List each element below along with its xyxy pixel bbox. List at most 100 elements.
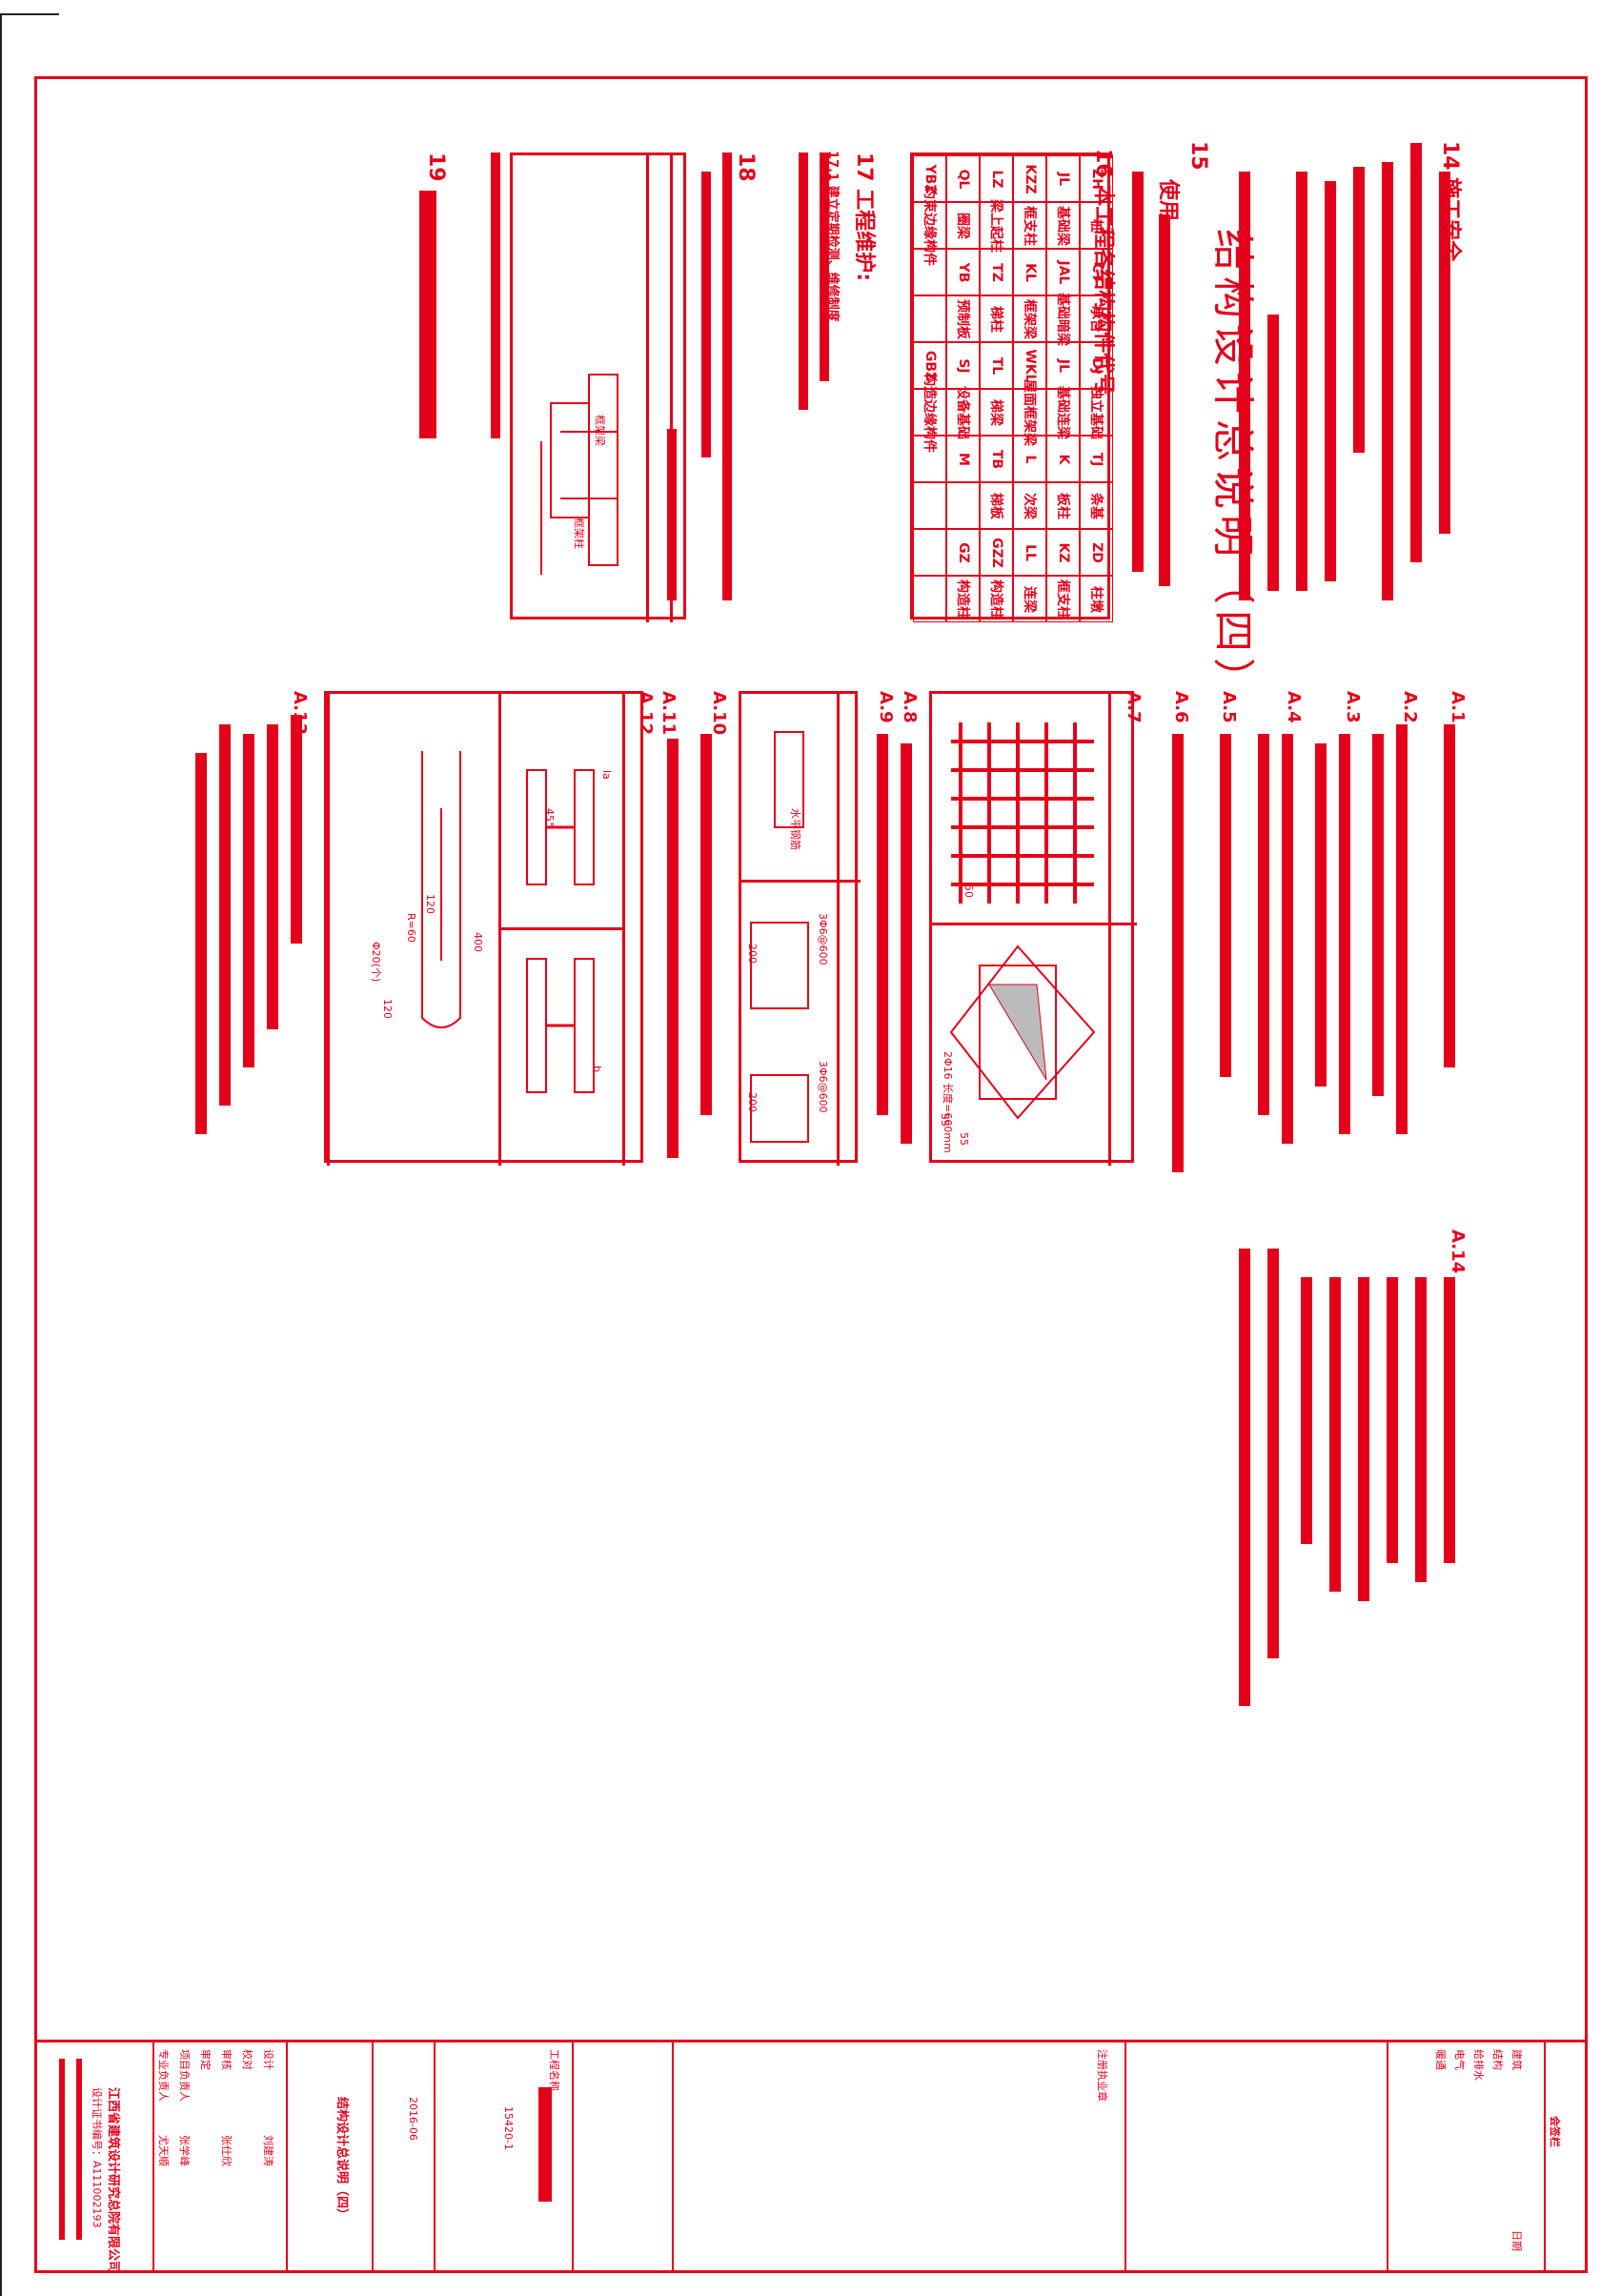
- code-cell: M: [946, 436, 980, 482]
- role-project-lead: 项目负责人: [178, 2049, 191, 2102]
- redacted-text: [700, 734, 712, 1115]
- code-cell: L: [1013, 436, 1046, 482]
- box-divider: [622, 694, 625, 1166]
- code-cell: 桩: [1080, 202, 1113, 249]
- redacted-text: [1258, 734, 1269, 1115]
- code-cell: TB: [980, 436, 1013, 482]
- redacted-text: [1382, 162, 1393, 600]
- code-cell: 构造柱: [980, 576, 1013, 622]
- approval-electrical: 电气: [1453, 2049, 1466, 2070]
- dim-120a: 120: [381, 999, 394, 1019]
- rebar-mesh-drawing: [951, 722, 1094, 904]
- appendix-A4: A.4: [1284, 691, 1304, 723]
- approval-plumbing: 给排水: [1472, 2049, 1485, 2081]
- code-cell: 基础连梁: [1046, 386, 1080, 439]
- radius-label: R=60: [405, 913, 417, 943]
- rebar-mesh-detail: 55 55 50 2Φ16 长度=600mm: [929, 691, 1137, 1166]
- code-cell: 梁上起柱: [980, 199, 1013, 253]
- code-cell: 构造边缘构件: [913, 373, 946, 453]
- code-cell: 承台: [1080, 295, 1113, 342]
- name-2: 张仕欣: [220, 2135, 233, 2166]
- seal-label: 注册执业章: [1096, 2049, 1108, 2102]
- code-cell: 梯柱: [980, 295, 1013, 342]
- opening-detail-drawing: [949, 945, 1096, 1120]
- code-cell: KL: [1013, 249, 1046, 295]
- redacted-text: [1220, 734, 1231, 1077]
- redacted-text: [1282, 734, 1293, 1144]
- code-cell: 框架梁: [1013, 295, 1046, 342]
- appendix-A5: A.5: [1219, 691, 1239, 723]
- dim-120b: 120: [424, 894, 436, 914]
- appendix-A2: A.2: [1400, 691, 1420, 723]
- drawing-title: 结构设计总说明（四）: [334, 2097, 349, 2222]
- section-18-heading: 18: [734, 152, 758, 182]
- code-cell: TJ: [1080, 436, 1113, 482]
- redacted-text: [1296, 172, 1307, 591]
- redacted-text: [1353, 167, 1365, 453]
- code-cell: 预制板: [946, 295, 980, 342]
- rebar-note: 2Φ16 长度=600mm: [942, 1051, 954, 1153]
- code-cell: JAL: [1046, 249, 1080, 295]
- code-cell: 约束边缘构件: [913, 186, 946, 266]
- drawing-border: [34, 76, 1588, 2273]
- redacted-text: [419, 191, 436, 438]
- dim-50: 50: [962, 884, 975, 898]
- redacted-text: [701, 172, 711, 457]
- tb-divider: [152, 2040, 154, 2273]
- code-cell: 圈梁: [946, 202, 980, 249]
- code-cell: TZ: [980, 249, 1013, 295]
- code-cell: CT: [1080, 249, 1113, 295]
- redacted-text: [1239, 1249, 1250, 1706]
- box-divider: [498, 927, 622, 930]
- tb-divider: [434, 2040, 436, 2273]
- code-cell: 基础暗梁: [1046, 293, 1080, 346]
- code-cell: [913, 576, 946, 622]
- name-4: 尤天顺: [157, 2135, 170, 2166]
- dim-400: 400: [472, 932, 484, 952]
- i-beam-drawing-a: [526, 769, 595, 885]
- redacted-text: [1172, 734, 1184, 1172]
- code-cell: 构造柱: [946, 576, 980, 622]
- box-divider: [741, 880, 861, 883]
- sheet-title: 结构设计总说明（四）: [1208, 229, 1257, 705]
- joint-detail-box: 框架梁 框架柱: [510, 152, 686, 622]
- redacted-text: [1325, 181, 1336, 581]
- redacted-text: [820, 152, 829, 381]
- code-cell: [913, 295, 946, 342]
- code-cell: 次梁: [1013, 482, 1046, 529]
- appendix-A14: A.14: [1448, 1229, 1468, 1274]
- redacted-text: [1239, 172, 1250, 600]
- company-name: 江西省建筑设计研究总院有限公司: [106, 2087, 120, 2274]
- code-cell: TL: [980, 342, 1013, 389]
- box-divider: [932, 923, 1137, 925]
- angle-label: 45°: [543, 808, 556, 827]
- redacted-text: [1329, 1277, 1341, 1592]
- code-cell: DJ: [1080, 342, 1113, 389]
- role-check: 校对: [241, 2049, 253, 2070]
- code-cell: 梯梁: [980, 389, 1013, 436]
- redacted-text: [667, 739, 679, 1158]
- code-cell: [913, 482, 946, 529]
- drawing-number: 15420-1: [502, 2106, 515, 2150]
- tb-divider: [372, 2040, 374, 2273]
- section-17-heading: 17 工程维护:: [852, 152, 876, 282]
- drawing-date: 2016-06: [407, 2097, 419, 2141]
- box-divider: [327, 694, 330, 1166]
- approval-hvac: 暖通: [1434, 2049, 1447, 2070]
- tb-divider: [286, 2040, 288, 2273]
- project-label: 工程名称: [548, 2049, 560, 2091]
- redacted-text: [1358, 1277, 1369, 1601]
- redacted-text: [1372, 734, 1384, 1096]
- tb-divider: [672, 2040, 674, 2273]
- code-cell: 独立基础: [1080, 386, 1113, 439]
- wall-connection-detail: 水平钢筋 3Φ6@600 3Φ6@600 200 200: [739, 691, 861, 1166]
- redacted-text: [1132, 172, 1144, 572]
- tb-divider: [572, 2040, 574, 2273]
- section-15-heading: 15: [1186, 141, 1210, 171]
- code-cell: LL: [1013, 529, 1046, 576]
- box-divider: [1108, 694, 1111, 1166]
- wall-joint-drawing: [750, 731, 809, 1143]
- redacted-text: [291, 715, 302, 944]
- redacted-text: [538, 2087, 552, 2202]
- hook-drawing: [421, 751, 461, 1028]
